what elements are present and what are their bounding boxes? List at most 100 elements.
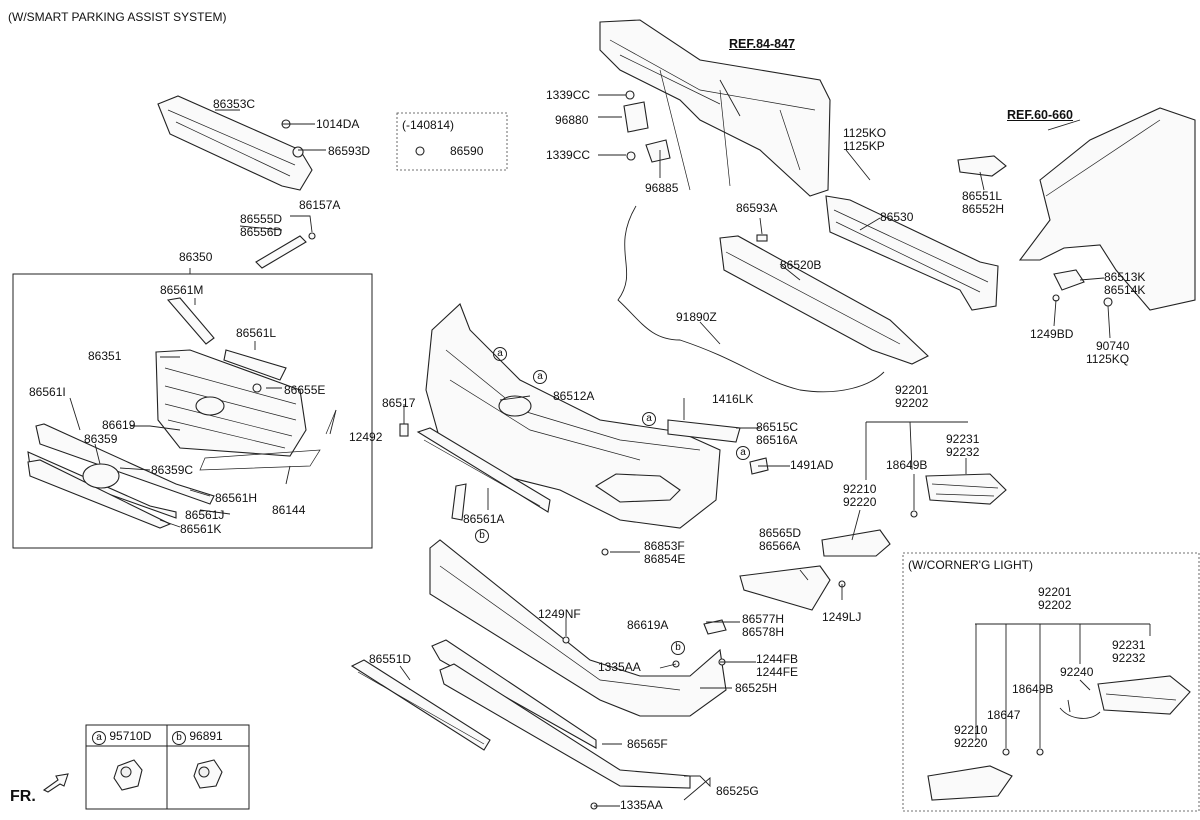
part-label-86530[interactable]: 86530 (880, 210, 914, 224)
part-label-86854E[interactable]: 86854E (644, 552, 686, 566)
part-label-1339CC[interactable]: 1339CC (546, 148, 591, 162)
part-label-86351[interactable]: 86351 (88, 349, 122, 363)
part-label-92201[interactable]: 92201 (1038, 585, 1072, 599)
part-label-86578H[interactable]: 86578H (742, 625, 785, 639)
part-label-86516A[interactable]: 86516A (756, 433, 798, 447)
part-label-86513K[interactable]: 86513K (1104, 270, 1146, 284)
part-label-86520B[interactable]: 86520B (780, 258, 822, 272)
part-label-86561M[interactable]: 86561M (160, 283, 204, 297)
part-label-92240[interactable]: 92240 (1060, 665, 1094, 679)
part-label-18647[interactable]: 18647 (987, 708, 1021, 722)
part-label-1491AD[interactable]: 1491AD (790, 458, 834, 472)
skid-86565F (431, 639, 597, 749)
part-label-86555D[interactable]: 86555D (240, 212, 283, 226)
part-label-92232[interactable]: 92232 (1112, 651, 1146, 665)
part-label-92231[interactable]: 92231 (946, 432, 980, 446)
part-label-1249NF[interactable]: 1249NF (538, 607, 581, 621)
part-label-1125KQ[interactable]: 1125KQ (1086, 352, 1130, 366)
carrier-ref-84-847 (599, 19, 831, 197)
part-label-86512A[interactable]: 86512A (553, 389, 595, 403)
part-label-86577H[interactable]: 86577H (742, 612, 785, 626)
part-label-18649B[interactable]: 18649B (1012, 682, 1054, 696)
part-label-92210[interactable]: 92210 (843, 482, 877, 496)
part-label-86590[interactable]: 86590 (450, 144, 484, 158)
part-label-86144[interactable]: 86144 (272, 503, 306, 517)
part-label-92210[interactable]: 92210 (954, 723, 988, 737)
bracket-86513K (1053, 269, 1085, 291)
part-label-1125KP[interactable]: 1125KP (843, 139, 885, 153)
part-label-1335AA[interactable]: 1335AA (620, 798, 663, 812)
lower-lip-86525G (439, 663, 691, 789)
callout-b: b (671, 641, 685, 655)
part-label-1339CC[interactable]: 1339CC (546, 88, 591, 102)
part-label-92220[interactable]: 92220 (954, 736, 988, 750)
part-label-86556D[interactable]: 86556D (240, 225, 283, 239)
part-label-86353C[interactable]: 86353C (213, 97, 256, 111)
part-label-1244FB[interactable]: 1244FB (756, 652, 799, 666)
part-label-86525H[interactable]: 86525H (735, 681, 778, 695)
grille-assembly-box (12, 273, 373, 549)
part-label-92202[interactable]: 92202 (1038, 598, 1072, 612)
part-label-86619A[interactable]: 86619A (627, 618, 669, 632)
callout-a: a (642, 412, 656, 426)
part-label-86561K[interactable]: 86561K (180, 522, 222, 536)
part-label-86565D[interactable]: 86565D (759, 526, 802, 540)
part-label-1244FE[interactable]: 1244FE (756, 665, 799, 679)
leader-lines (69, 79, 1151, 807)
part-label-1014DA[interactable]: 1014DA (316, 117, 360, 131)
molding-86561L (223, 349, 287, 381)
date-range-box (396, 112, 508, 171)
fog-lamp-92201 (821, 529, 891, 557)
part-label-86359[interactable]: 86359 (84, 432, 118, 446)
part-label-92220[interactable]: 92220 (843, 495, 877, 509)
part-label-96880[interactable]: 96880 (555, 113, 589, 127)
part-label-1249LJ[interactable]: 1249LJ (822, 610, 862, 624)
part-label-86561A[interactable]: 86561A (463, 512, 505, 526)
part-label-86551L[interactable]: 86551L (962, 189, 1003, 203)
part-label-86359C[interactable]: 86359C (151, 463, 194, 477)
part-label-86565F[interactable]: 86565F (627, 737, 668, 751)
part-label-92232[interactable]: 92232 (946, 445, 980, 459)
part-label-86525G[interactable]: 86525G (716, 784, 759, 798)
part-label-1249BD[interactable]: 1249BD (1030, 327, 1074, 341)
part-label-1335AA[interactable]: 1335AA (598, 660, 641, 674)
part-label-86561H[interactable]: 86561H (215, 491, 258, 505)
callout-a: a (736, 446, 750, 460)
part-label-92231[interactable]: 92231 (1112, 638, 1146, 652)
part-label-86517[interactable]: 86517 (382, 396, 416, 410)
part-label-86593D[interactable]: 86593D (328, 144, 371, 158)
part-label-86655E[interactable]: 86655E (284, 383, 326, 397)
part-label-91890Z[interactable]: 91890Z (676, 310, 717, 324)
ref-label-60-660[interactable]: REF.60-660 (1007, 108, 1074, 122)
part-label-86514K[interactable]: 86514K (1104, 283, 1146, 297)
part-label-92201[interactable]: 92201 (895, 383, 929, 397)
lower-carrier-86561A (416, 427, 551, 513)
ref-label-84-847[interactable]: REF.84-847 (729, 37, 796, 51)
part-label-86350[interactable]: 86350 (179, 250, 213, 264)
part-label-86551D[interactable]: 86551D (369, 652, 412, 666)
bracket-86515C (667, 419, 741, 443)
cornering-light-title: (W/CORNER'G LIGHT) (908, 558, 1033, 572)
part-label-86157A[interactable]: 86157A (299, 198, 341, 212)
part-label-86619[interactable]: 86619 (102, 418, 136, 432)
part-label-86561J[interactable]: 86561J (185, 508, 225, 522)
part-label-86561L[interactable]: 86561L (236, 326, 277, 340)
part-label-86552H[interactable]: 86552H (962, 202, 1005, 216)
part-label-86515C[interactable]: 86515C (756, 420, 799, 434)
part-label-86853F[interactable]: 86853F (644, 539, 685, 553)
legend-a: a 95710D (92, 729, 151, 745)
part-label-86593A[interactable]: 86593A (736, 201, 778, 215)
legend-a-part[interactable]: 95710D (109, 729, 152, 743)
part-label-12492[interactable]: 12492 (349, 430, 383, 444)
part-label-86566A[interactable]: 86566A (759, 539, 801, 553)
part-label-1416LK[interactable]: 1416LK (712, 392, 754, 406)
part-label-86561I[interactable]: 86561I (29, 385, 66, 399)
part-label-92202[interactable]: 92202 (895, 396, 929, 410)
part-label-96885[interactable]: 96885 (645, 181, 679, 195)
part-label-18649B[interactable]: 18649B (886, 458, 928, 472)
part-label-90740[interactable]: 90740 (1096, 339, 1130, 353)
cornering-light-box (902, 552, 1200, 812)
legend-b-part[interactable]: 96891 (189, 729, 223, 743)
part-label-1125KO[interactable]: 1125KO (843, 126, 887, 140)
